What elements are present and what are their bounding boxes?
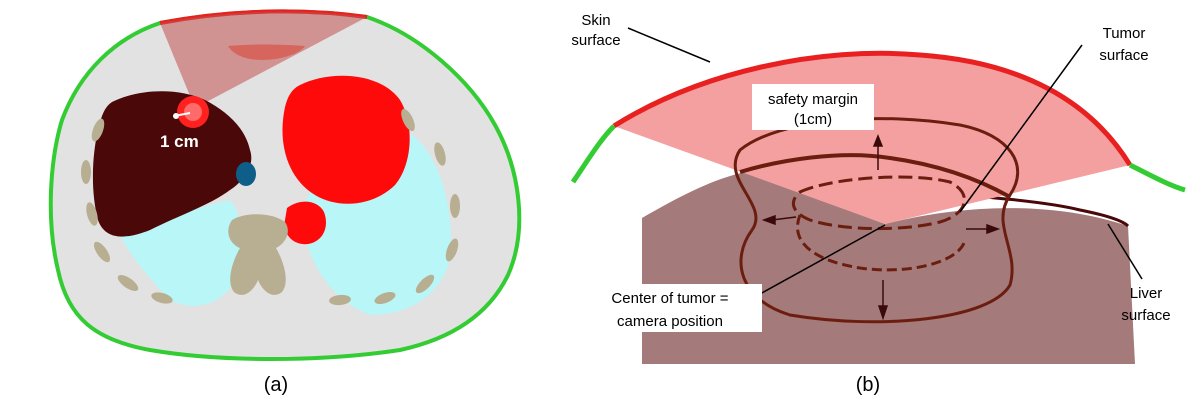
- liver-label-line2: surface: [1121, 307, 1170, 324]
- skin-label-line1: Skin: [581, 12, 610, 29]
- skin-surface-green-left: [573, 126, 614, 182]
- rib: [450, 194, 460, 218]
- panel-b: Skin surface safety margin (1cm) Tumor s…: [571, 12, 1185, 396]
- center-label-line1: Center of tumor =: [611, 290, 728, 307]
- skin-surface-green-right: [1130, 165, 1185, 190]
- skin-label-line2: surface: [571, 32, 620, 49]
- liver-label-line1: Liver: [1130, 285, 1163, 302]
- aorta: [284, 202, 326, 245]
- margin-label-line1: safety margin: [768, 91, 858, 108]
- rib: [81, 160, 91, 184]
- measure-label: 1 cm: [160, 132, 199, 151]
- margin-label-line2: (1cm): [794, 111, 832, 128]
- vena-cava: [236, 162, 256, 186]
- center-label-line2: camera position: [617, 313, 723, 330]
- measure-endpoint-icon: [173, 113, 179, 119]
- tumor-label-line1: Tumor: [1103, 25, 1146, 42]
- panel-a: 1 cm (a): [51, 11, 520, 396]
- caption-a: (a): [264, 374, 288, 396]
- caption-b: (b): [856, 374, 880, 396]
- leader-skin: [628, 28, 710, 62]
- tumor-core: [184, 103, 202, 121]
- tumor-label-line2: surface: [1099, 47, 1148, 64]
